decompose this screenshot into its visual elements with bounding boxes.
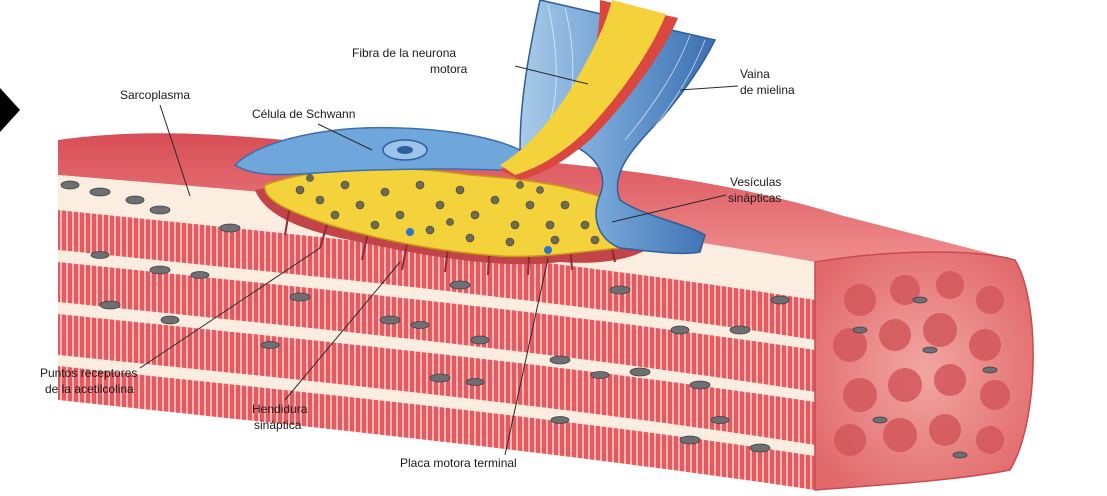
label-end-plate-text: Placa motora terminal <box>400 456 517 470</box>
label-cleft-line1: Hendidura <box>252 402 308 416</box>
label-sarcoplasm-text: Sarcoplasma <box>120 88 190 102</box>
label-myelin-line1: Vaina <box>740 67 770 81</box>
play-arrow-icon[interactable] <box>0 88 20 132</box>
label-myelin-line2: de mielina <box>740 83 795 97</box>
label-motor-fiber-line2: motora <box>430 62 468 76</box>
label-cleft-line2: sináptica <box>254 418 302 432</box>
label-motor-fiber-line1: Fibra de la neurona <box>352 46 456 60</box>
label-schwann-text: Célula de Schwann <box>252 107 355 121</box>
label-receptors-line2: de la acetilcolina <box>45 382 134 396</box>
label-receptors-line1: Puntos receptores <box>40 366 137 380</box>
label-vesicles-line2: sinápticas <box>728 191 781 205</box>
leader-myelin <box>680 86 738 90</box>
label-vesicles-line1: Vesículas <box>730 175 781 189</box>
